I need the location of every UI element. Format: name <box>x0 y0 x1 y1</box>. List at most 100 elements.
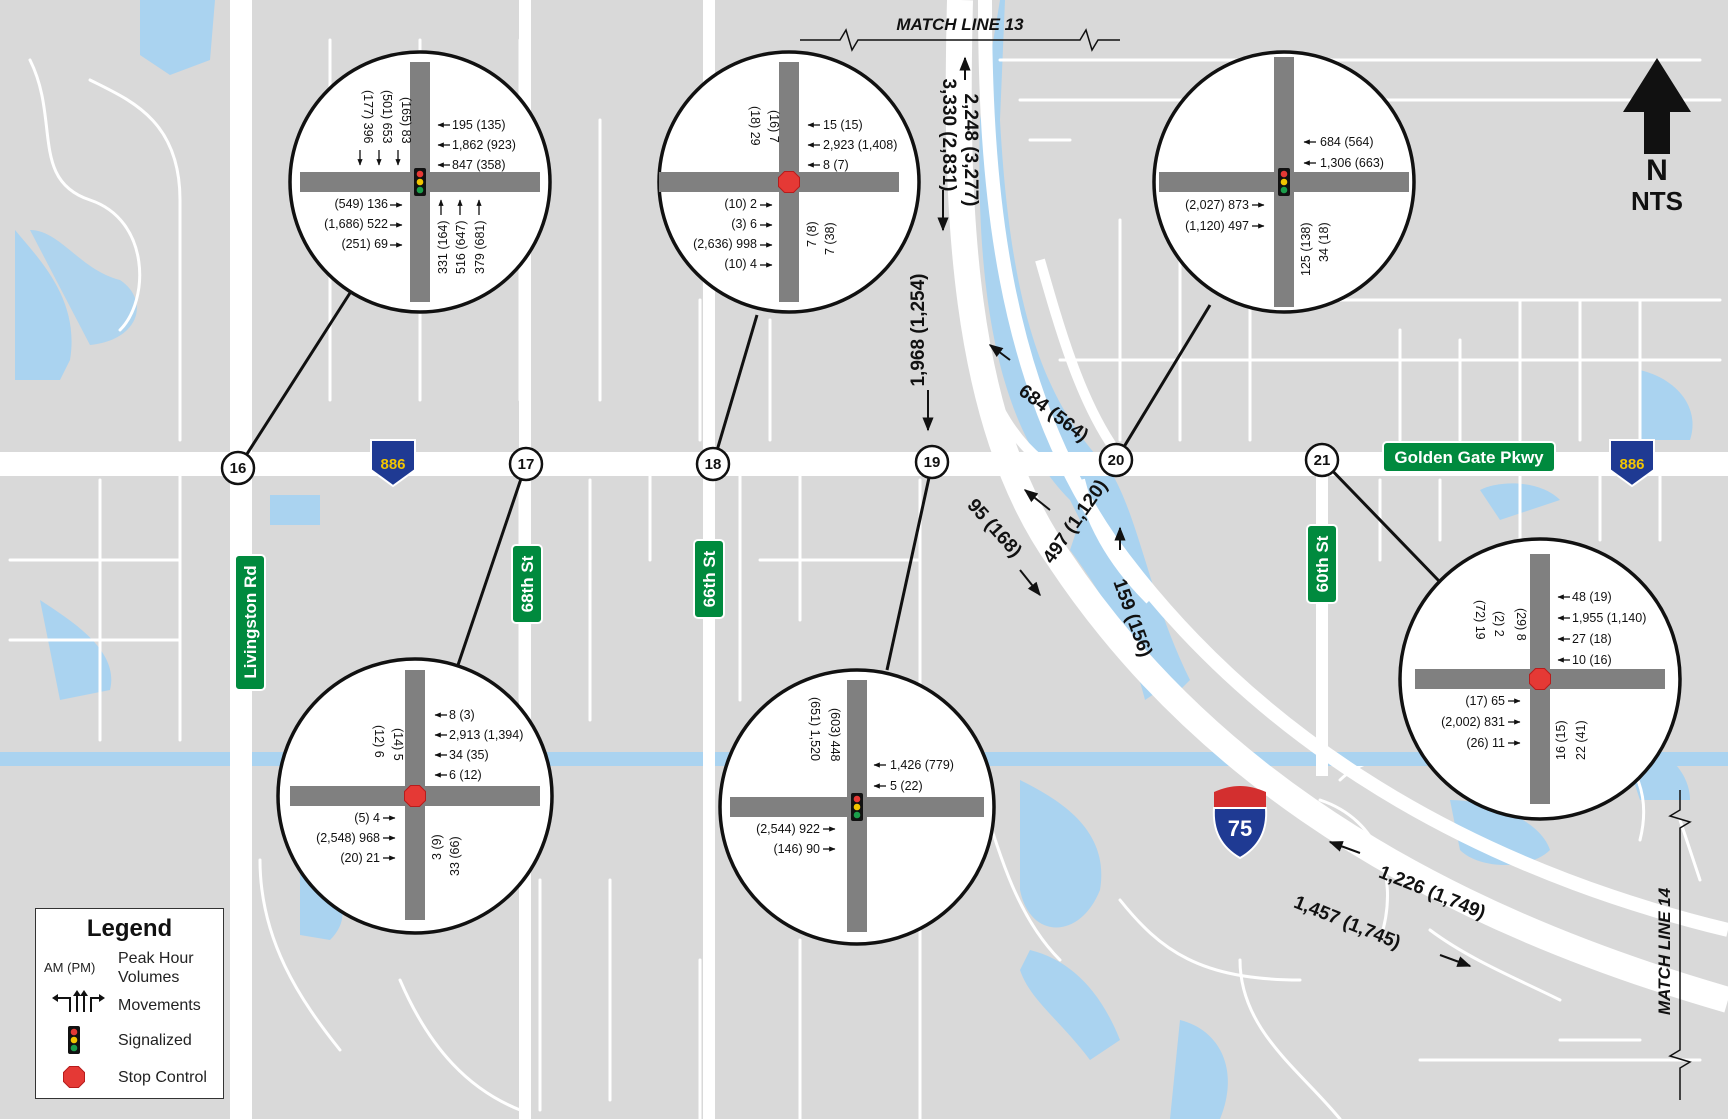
intersection-21-diagram: (29) 8 (2) 2 (72) 19 48 (19) 1,955 (1,14… <box>1398 537 1682 821</box>
node-20: 20 <box>1098 442 1134 478</box>
intersection-19-diagram: (603) 448 (651) 1,520 1,426 (779) 5 (22)… <box>718 668 996 946</box>
svg-text:1,862 (923): 1,862 (923) <box>452 138 516 152</box>
svg-text:Golden Gate Pkwy: Golden Gate Pkwy <box>1394 448 1544 467</box>
scale-label: NTS <box>1631 186 1683 216</box>
svg-text:20: 20 <box>1108 452 1125 469</box>
svg-text:(18) 29: (18) 29 <box>748 106 762 146</box>
intersection-20-diagram: 684 (564) 1,306 (663) (2,027) 873 (1,120… <box>1152 50 1416 314</box>
svg-text:1,306 (663): 1,306 (663) <box>1320 156 1384 170</box>
node-16: 16 <box>220 450 256 486</box>
66th-street-road-south <box>703 476 715 1119</box>
legend-volumes-key: AM (PM) <box>44 960 96 975</box>
svg-text:7 (38): 7 (38) <box>823 222 837 255</box>
legend-title: Legend <box>86 915 173 942</box>
svg-text:1,426 (779): 1,426 (779) <box>890 758 954 772</box>
node-21: 21 <box>1304 442 1340 478</box>
60th-st-sign <box>1306 524 1338 604</box>
svg-text:34 (35): 34 (35) <box>449 748 489 762</box>
legend-signal-icon <box>67 1025 81 1055</box>
svg-text:(3) 6: (3) 6 <box>731 217 757 231</box>
68th-st-sign <box>511 544 543 624</box>
svg-text:8 (7): 8 (7) <box>823 158 849 172</box>
node-markers: 16 17 18 19 20 21 <box>220 442 1340 486</box>
ramp-volume-sb-left: 1,968 (1,254) <box>908 273 929 386</box>
svg-text:684 (564): 684 (564) <box>1320 135 1374 149</box>
svg-text:125 (138): 125 (138) <box>1299 222 1313 276</box>
svg-text:(2,002) 831: (2,002) 831 <box>1441 715 1505 729</box>
leader-lines <box>236 292 1442 671</box>
svg-text:(2) 2: (2) 2 <box>1492 611 1506 637</box>
svg-text:(177) 396: (177) 396 <box>361 90 375 144</box>
match-line-13: MATCH LINE 13 <box>800 15 1120 52</box>
legend-signal-label: Signalized <box>118 1032 192 1049</box>
66th-st-sign <box>693 539 725 619</box>
svg-text:886: 886 <box>1619 456 1644 473</box>
shield-886-west: 886 <box>370 439 416 488</box>
svg-text:68th St: 68th St <box>518 555 537 612</box>
street-signs: Golden Gate Pkwy Livingston Rd 68th St 6… <box>234 441 1556 691</box>
svg-text:7 (8): 7 (8) <box>805 221 819 247</box>
interstate-75 <box>945 0 1728 1013</box>
stop-sign-icon <box>404 785 426 807</box>
svg-text:(20) 21: (20) 21 <box>340 851 380 865</box>
traffic-signal-icon <box>414 168 426 196</box>
svg-text:19: 19 <box>924 454 941 471</box>
svg-text:66th St: 66th St <box>700 550 719 607</box>
legend-movements-icon <box>50 990 105 1014</box>
legend-stop-icon <box>63 1066 85 1088</box>
svg-text:(146) 90: (146) 90 <box>773 842 820 856</box>
svg-text:516 (647): 516 (647) <box>454 220 468 274</box>
svg-text:27 (18): 27 (18) <box>1572 632 1612 646</box>
golden-gate-pkwy-sign <box>1382 441 1556 473</box>
svg-text:22 (41): 22 (41) <box>1574 720 1588 760</box>
svg-text:(12) 6: (12) 6 <box>372 725 386 758</box>
svg-text:(10) 2: (10) 2 <box>724 197 757 211</box>
svg-text:(17) 65: (17) 65 <box>1465 694 1505 708</box>
ramp-volume-sb-off: 3,330 (2,831) <box>938 78 959 191</box>
svg-text:6 (12): 6 (12) <box>449 768 482 782</box>
north-arrow: N NTS <box>1623 58 1691 216</box>
state-route-shield-icon <box>370 439 416 488</box>
svg-text:17: 17 <box>518 456 535 473</box>
svg-text:(29) 8: (29) 8 <box>1514 608 1528 641</box>
match-line-14-label: MATCH LINE 14 <box>1655 887 1674 1015</box>
svg-text:Livingston Rd: Livingston Rd <box>241 565 260 678</box>
svg-text:34 (18): 34 (18) <box>1317 222 1331 262</box>
svg-text:(26) 11: (26) 11 <box>1466 736 1505 750</box>
svg-text:195 (135): 195 (135) <box>452 118 506 132</box>
legend-box: Legend AM (PM) Peak Hour Volumes Movemen… <box>35 908 224 1099</box>
svg-text:(1,686) 522: (1,686) 522 <box>324 217 388 231</box>
svg-text:2,923 (1,408): 2,923 (1,408) <box>823 138 897 152</box>
north-letter: N <box>1646 154 1668 187</box>
svg-text:886: 886 <box>380 456 405 473</box>
legend-stop-label: Stop Control <box>118 1069 207 1086</box>
svg-text:3 (9): 3 (9) <box>430 834 444 860</box>
svg-text:1,955 (1,140): 1,955 (1,140) <box>1572 611 1646 625</box>
traffic-signal-icon <box>1278 168 1290 196</box>
svg-text:48 (19): 48 (19) <box>1572 590 1612 604</box>
svg-text:21: 21 <box>1314 452 1331 469</box>
svg-text:(2,544) 922: (2,544) 922 <box>756 822 820 836</box>
svg-text:(2,548) 968: (2,548) 968 <box>316 831 380 845</box>
node-18: 18 <box>695 446 731 482</box>
legend-movements-label: Movements <box>118 997 201 1014</box>
svg-text:18: 18 <box>705 456 722 473</box>
svg-text:5 (22): 5 (22) <box>890 779 923 793</box>
stop-sign-icon <box>778 171 800 193</box>
svg-text:10 (16): 10 (16) <box>1572 653 1612 667</box>
svg-text:(651) 1,520: (651) 1,520 <box>808 697 822 761</box>
svg-text:(72) 19: (72) 19 <box>1473 600 1487 640</box>
svg-text:(251) 69: (251) 69 <box>341 237 388 251</box>
svg-text:(165) 83: (165) 83 <box>399 97 413 144</box>
node-19: 19 <box>914 444 950 480</box>
intersection-16-diagram: (165) 83 (501) 653 (177) 396 195 (135) 1… <box>288 50 552 314</box>
state-route-shield-icon <box>1609 439 1655 488</box>
match-line-14: MATCH LINE 14 <box>1655 790 1692 1100</box>
shield-i75: 75 <box>1212 786 1268 860</box>
svg-text:(5) 4: (5) 4 <box>354 811 380 825</box>
svg-text:(1,120) 497: (1,120) 497 <box>1185 219 1249 233</box>
svg-text:(16) 7: (16) 7 <box>767 110 781 143</box>
svg-text:8 (3): 8 (3) <box>449 708 475 722</box>
svg-text:379 (681): 379 (681) <box>473 220 487 274</box>
